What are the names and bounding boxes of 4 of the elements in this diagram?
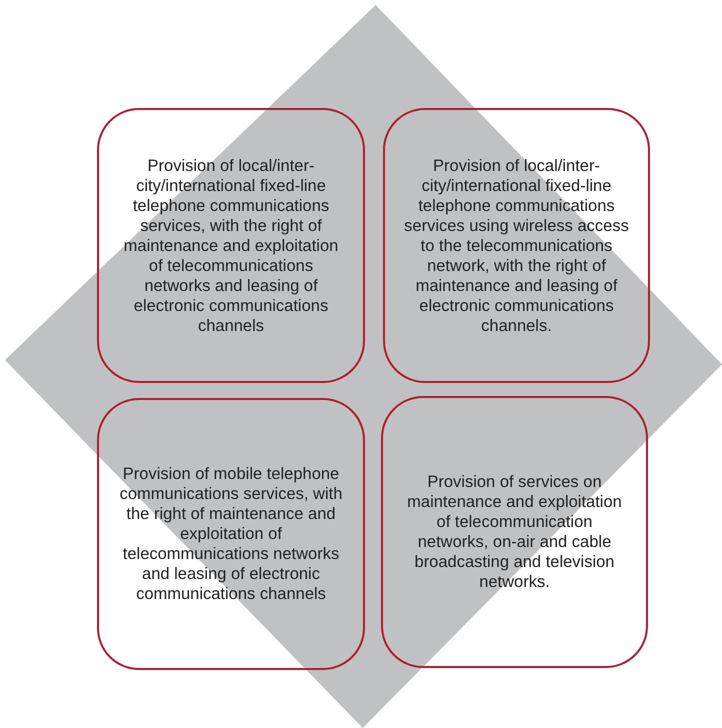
box-text: Provision of mobile telephone communications services, with the right of maintenance and exploitation of telecommunications networks and leasing of electronic communications channels [118, 464, 344, 604]
box-text: Provision of local/inter-city/international fixed-line telephone communications services, with the right of maintenance and exploitation of telecommunications networks and leasing of electronic communications channels [122, 156, 340, 336]
box-text: Provision of local/inter-city/international fixed-line telephone communications services using wireless access to the telecommunications network, with the right of maintenance and leasing of electronic communications channels. [403, 156, 630, 336]
box-text: Provision of services on maintenance and exploitation of telecommunication networks, on-air and cable broadcasting and television networks. [406, 472, 623, 592]
